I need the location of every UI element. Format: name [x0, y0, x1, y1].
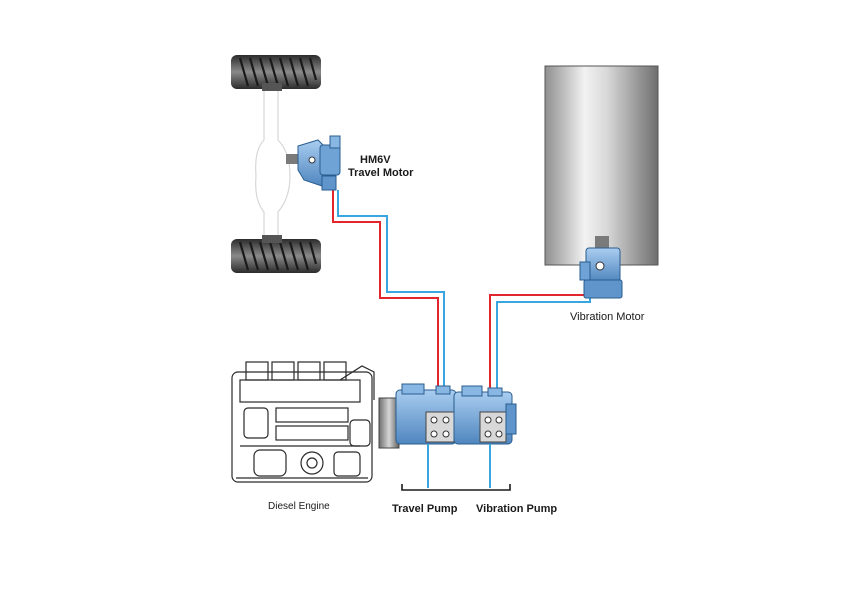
pump-bracket: [401, 484, 511, 491]
travel-motor-label-model: HM6V: [360, 154, 391, 166]
travel-pump-icon: [395, 383, 457, 445]
vibration-motor-label: Vibration Motor: [570, 311, 645, 323]
axle-frame: [255, 81, 291, 237]
travel-pump-label: Travel Pump: [392, 503, 458, 515]
travel-motor-icon: [286, 135, 341, 191]
vibration-pump-label: Vibration Pump: [476, 503, 558, 515]
pump-leader-lines: [427, 444, 491, 488]
vibration-circuit-lines: [489, 288, 591, 392]
diesel-engine-label: Diesel Engine: [268, 501, 330, 512]
travel-circuit-lines: [332, 190, 445, 392]
vibration-pump-icon: [453, 385, 517, 445]
rear-tire-icon: [231, 235, 321, 273]
diesel-engine-icon: [231, 361, 375, 483]
travel-motor-label-name: Travel Motor: [348, 167, 414, 179]
front-tire-icon: [231, 55, 321, 91]
vibration-drum: [544, 65, 659, 266]
vibration-motor-icon: [579, 236, 623, 299]
